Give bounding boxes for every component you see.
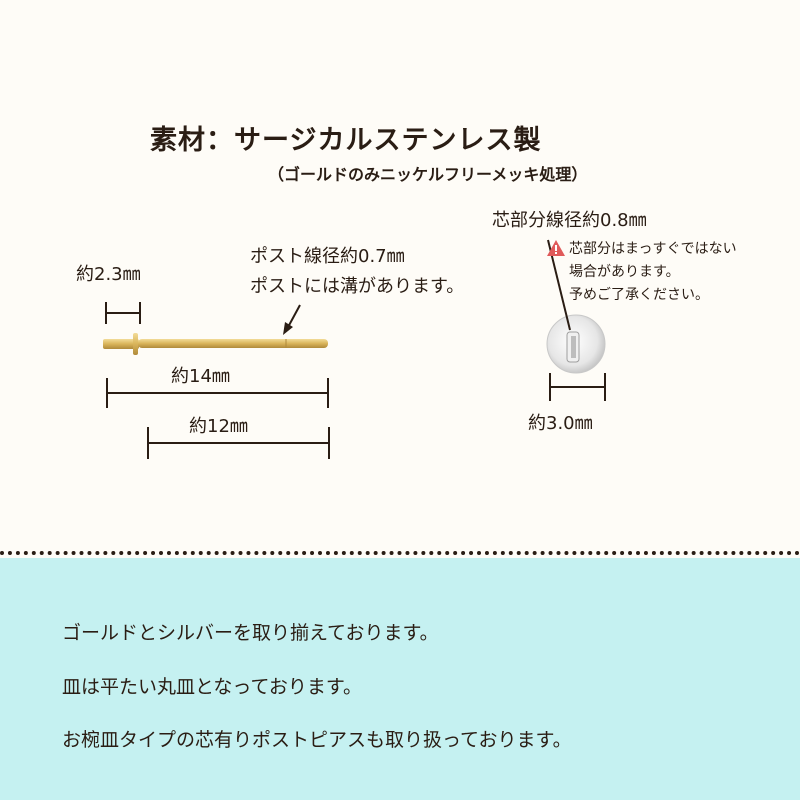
description-panel <box>0 558 800 800</box>
post-diameter-note: ポスト線径約0.7㎜ <box>250 246 405 267</box>
warning-text-line2: 場合があります。 <box>569 264 680 280</box>
description-line-1: ゴールドとシルバーを取り揃えております。 <box>62 622 439 644</box>
post-groove-note: ポストには溝があります。 <box>250 276 465 297</box>
warning-text-line1: 芯部分はまっすぐではない <box>569 241 737 257</box>
gold-pin-image <box>103 333 328 355</box>
plating-note: （ゴールドのみニッケルフリーメッキ処理） <box>268 165 588 184</box>
warning-text-line3: 予めご了承ください。 <box>569 287 709 303</box>
silver-cup-image <box>546 314 606 374</box>
post-length-label: 約12㎜ <box>189 416 248 437</box>
groove-arrow-icon <box>283 304 301 335</box>
product-spec-panel <box>0 0 800 555</box>
total-length-label: 約14㎜ <box>171 366 230 387</box>
dimension-lines <box>105 302 606 459</box>
dotted-divider <box>0 551 800 555</box>
cup-diameter-label: 約3.0㎜ <box>528 413 593 434</box>
head-dimension-label: 約2.3㎜ <box>76 264 141 285</box>
core-diameter-label: 芯部分線径約0.8㎜ <box>492 210 647 231</box>
description-line-3: お椀皿タイプの芯有りポストピアスも取り扱っております。 <box>62 729 572 751</box>
earring-diagram <box>103 239 606 459</box>
description-line-2: 皿は平たい丸皿となっております。 <box>62 676 363 698</box>
material-title: 素材：サージカルステンレス製 <box>150 125 542 156</box>
warning-icon <box>547 240 565 256</box>
